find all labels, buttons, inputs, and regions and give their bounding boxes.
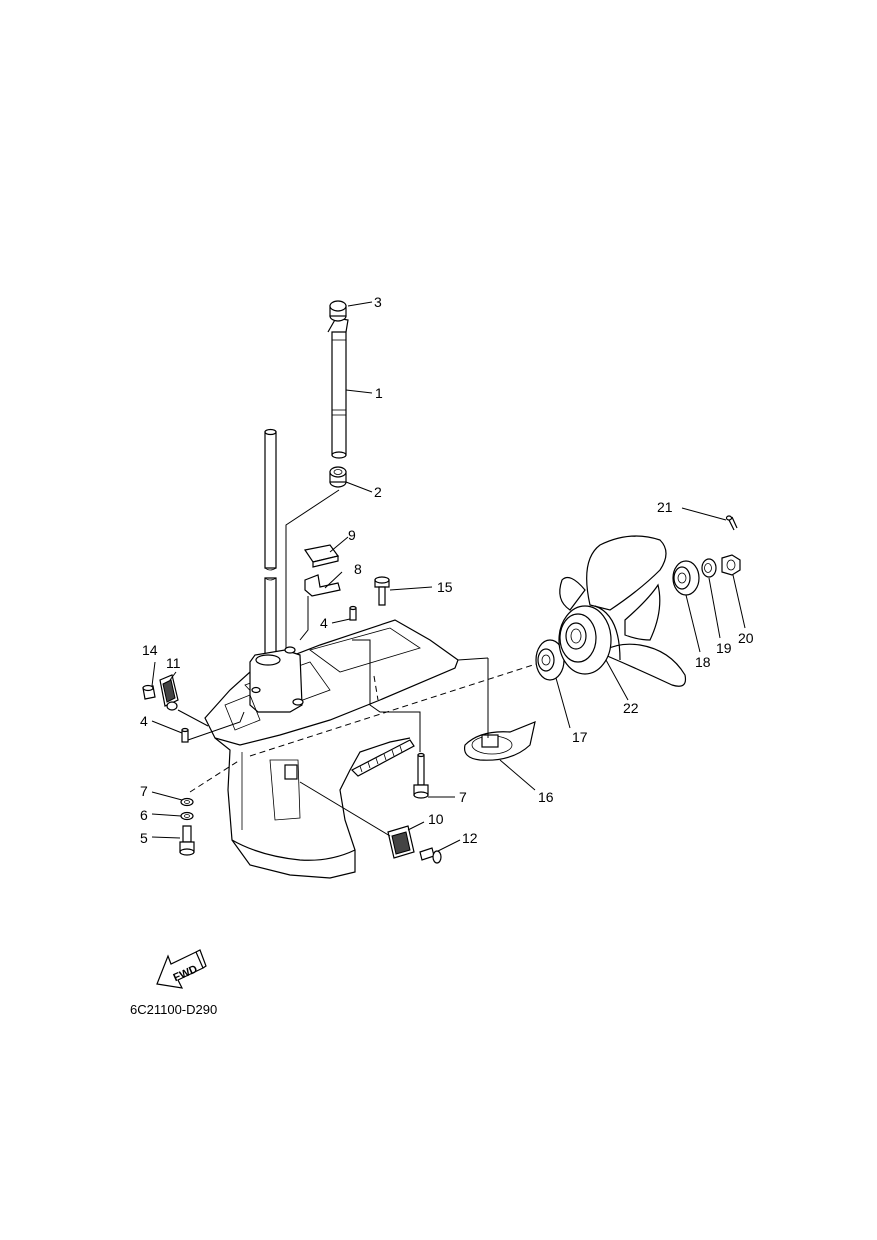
label-part-21: 21: [657, 499, 673, 515]
drawing-code: 6C21100-D290: [130, 1002, 217, 1017]
bolt-part-8: [413, 752, 429, 799]
propeller-part-22: [558, 535, 687, 687]
vertical-shaft: [264, 428, 277, 661]
label-part-9: 8: [354, 561, 362, 577]
label-part-13: 12: [462, 830, 478, 846]
drive-shaft-part-1: [327, 317, 349, 459]
spacer-part-18: [672, 560, 700, 596]
plate-part-9: [304, 574, 341, 597]
part-number-labels: 3 1 2 9 8 15 4 14 11 4 7 6 5 7 10 12 16 …: [140, 294, 754, 846]
label-part-18: 18: [695, 654, 711, 670]
bushing-part-2: [329, 466, 347, 488]
label-part-16: 15: [437, 579, 453, 595]
label-part-15: 16: [538, 789, 554, 805]
dowel-pin-part-4-upper: [349, 605, 357, 621]
lower-casing: [204, 619, 459, 879]
fwd-arrow-icon: FWD: [156, 949, 207, 989]
bushing-part-3: [329, 300, 347, 322]
label-part-12: 11: [166, 655, 181, 671]
label-part-6: 6: [140, 807, 148, 823]
screw-part-13: [419, 847, 442, 864]
bolt-part-16: [374, 576, 390, 606]
label-part-5: 5: [140, 830, 148, 846]
label-part-4-upper: 4: [320, 615, 328, 631]
washer-part-7: [180, 797, 194, 807]
label-part-14: 14: [142, 642, 158, 658]
leader-lines: [151, 301, 746, 852]
label-part-22: 22: [623, 700, 639, 716]
label-part-7: 7: [140, 783, 148, 799]
bolt-part-5: [179, 825, 195, 856]
label-part-10: 9: [348, 527, 356, 543]
cotter-pin-part-21: [725, 515, 738, 531]
label-part-1: 1: [375, 385, 383, 401]
label-part-2: 2: [374, 484, 382, 500]
thrust-washer-part-17: [535, 639, 565, 681]
label-part-3: 3: [374, 294, 382, 310]
washer-part-6: [180, 811, 194, 821]
label-part-17: 17: [572, 729, 588, 745]
nut-part-20: [721, 554, 741, 576]
grommet-part-11: [387, 825, 415, 859]
bolt-part-14: [142, 684, 156, 700]
trim-tab-part-15: [463, 721, 536, 761]
anode-part-10: [304, 544, 340, 568]
dowel-pin-part-4-lower: [181, 727, 189, 743]
label-part-8: 7: [459, 789, 467, 805]
anode-part-12: [159, 674, 179, 711]
label-part-19: 19: [716, 640, 732, 656]
label-part-20: 20: [738, 630, 754, 646]
label-part-4-lower: 4: [140, 713, 148, 729]
label-part-11: 10: [428, 811, 444, 827]
alignment-dashes: [189, 663, 537, 793]
washer-part-19: [701, 558, 717, 578]
